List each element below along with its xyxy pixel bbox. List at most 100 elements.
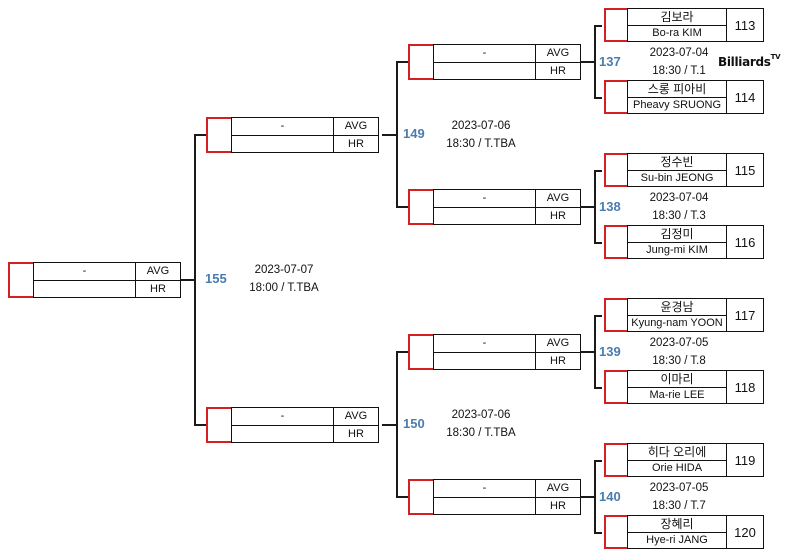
match-number: 155: [205, 271, 227, 286]
bracket-line: [594, 170, 602, 172]
match-time: 18:30 / T.7: [652, 500, 706, 512]
avg-label: AVG: [333, 117, 379, 136]
player-name-blank: -: [33, 262, 136, 281]
match-schedule: 2023-07-06 18:30 / T.TBA: [434, 406, 528, 442]
match-number: 140: [599, 489, 621, 504]
slot-marker: [604, 8, 628, 42]
player-name-blank-2: [433, 497, 536, 515]
match-number: 138: [599, 199, 621, 214]
player-english-name: Orie HIDA: [627, 460, 727, 477]
player-korean-name: 이마리: [627, 370, 727, 388]
player-korean-name: 스롱 피아비: [627, 80, 727, 98]
bracket-line: [594, 25, 602, 27]
match-time: 18:30 / T.8: [652, 355, 706, 367]
bracket-line: [194, 134, 206, 136]
avg-label: AVG: [135, 262, 181, 281]
bracket-line: [580, 496, 595, 498]
match-date: 2023-07-04: [649, 47, 709, 59]
match-time: 18:00 / T.TBA: [249, 282, 319, 294]
hr-label: HR: [535, 62, 581, 80]
player-seed-number: 114: [726, 80, 764, 114]
slot-marker: [604, 298, 628, 332]
player-seed-number: 118: [726, 370, 764, 404]
bracket-line: [594, 315, 602, 317]
match-schedule: 2023-07-05 18:30 / T.7: [632, 479, 726, 515]
player-korean-name: 김보라: [627, 8, 727, 26]
match-number: 149: [403, 126, 425, 141]
player-korean-name: 장혜리: [627, 515, 727, 533]
player-name-blank-2: [433, 352, 536, 370]
slot-marker: [8, 262, 34, 298]
player-english-name: Ma-rie LEE: [627, 387, 727, 404]
bracket-line: [594, 97, 602, 99]
player-name-blank: -: [231, 407, 334, 426]
player-english-name: Pheavy SRUONG: [627, 97, 727, 114]
player-english-name: Hye-ri JANG: [627, 532, 727, 549]
bracket-line: [181, 279, 195, 281]
avg-label: AVG: [535, 479, 581, 498]
billiards-tv-logo: BilliardsTV: [718, 53, 781, 69]
bracket-line: [580, 61, 595, 63]
player-seed-number: 115: [726, 153, 764, 187]
player-name-blank: -: [433, 334, 536, 353]
player-name-blank: -: [433, 44, 536, 63]
match-schedule: 2023-07-04 18:30 / T.1: [632, 44, 726, 80]
slot-marker: [604, 515, 628, 549]
player-seed-number: 117: [726, 298, 764, 332]
bracket-line: [594, 170, 596, 244]
match-date: 2023-07-06: [451, 409, 511, 421]
slot-marker: [408, 334, 434, 370]
hr-label: HR: [135, 280, 181, 298]
player-name-blank: -: [433, 189, 536, 208]
match-schedule: 2023-07-04 18:30 / T.3: [632, 189, 726, 225]
bracket-line: [580, 351, 595, 353]
match-schedule: 2023-07-06 18:30 / T.TBA: [434, 117, 528, 153]
bracket-line: [396, 496, 408, 498]
slot-marker: [604, 153, 628, 187]
hr-label: HR: [333, 135, 379, 153]
player-name-blank: -: [231, 117, 334, 136]
bracket-line: [594, 532, 602, 534]
bracket-line: [594, 460, 596, 534]
match-number: 137: [599, 54, 621, 69]
bracket-line: [396, 351, 398, 497]
avg-label: AVG: [535, 44, 581, 63]
match-time: 18:30 / T.3: [652, 210, 706, 222]
match-schedule: 2023-07-07 18:00 / T.TBA: [237, 261, 331, 297]
slot-marker: [408, 44, 434, 80]
match-date: 2023-07-05: [649, 337, 709, 349]
slot-marker: [604, 443, 628, 477]
slot-marker: [408, 189, 434, 225]
avg-label: AVG: [333, 407, 379, 426]
match-time: 18:30 / T.1: [652, 65, 706, 77]
player-name-blank-2: [433, 207, 536, 225]
match-number: 150: [403, 416, 425, 431]
player-english-name: Jung-mi KIM: [627, 242, 727, 259]
slot-marker: [604, 370, 628, 404]
slot-marker: [408, 479, 434, 515]
hr-label: HR: [333, 425, 379, 443]
bracket-line: [594, 460, 602, 462]
hr-label: HR: [535, 497, 581, 515]
slot-marker: [206, 117, 232, 153]
bracket-line: [396, 206, 408, 208]
player-seed-number: 120: [726, 515, 764, 549]
slot-marker: [206, 407, 232, 443]
slot-marker: [604, 225, 628, 259]
bracket-line: [580, 206, 595, 208]
bracket-line: [382, 424, 397, 426]
player-name-blank-2: [433, 62, 536, 80]
bracket-line: [594, 387, 602, 389]
match-number: 139: [599, 344, 621, 359]
match-time: 18:30 / T.TBA: [446, 427, 516, 439]
bracket-line: [396, 61, 398, 207]
slot-marker: [604, 80, 628, 114]
player-name-blank-2: [231, 425, 334, 443]
match-schedule: 2023-07-05 18:30 / T.8: [632, 334, 726, 370]
bracket-line: [594, 25, 596, 99]
bracket-line: [382, 134, 397, 136]
player-english-name: Su-bin JEONG: [627, 170, 727, 187]
match-time: 18:30 / T.TBA: [446, 138, 516, 150]
player-korean-name: 정수빈: [627, 153, 727, 171]
match-date: 2023-07-05: [649, 482, 709, 494]
